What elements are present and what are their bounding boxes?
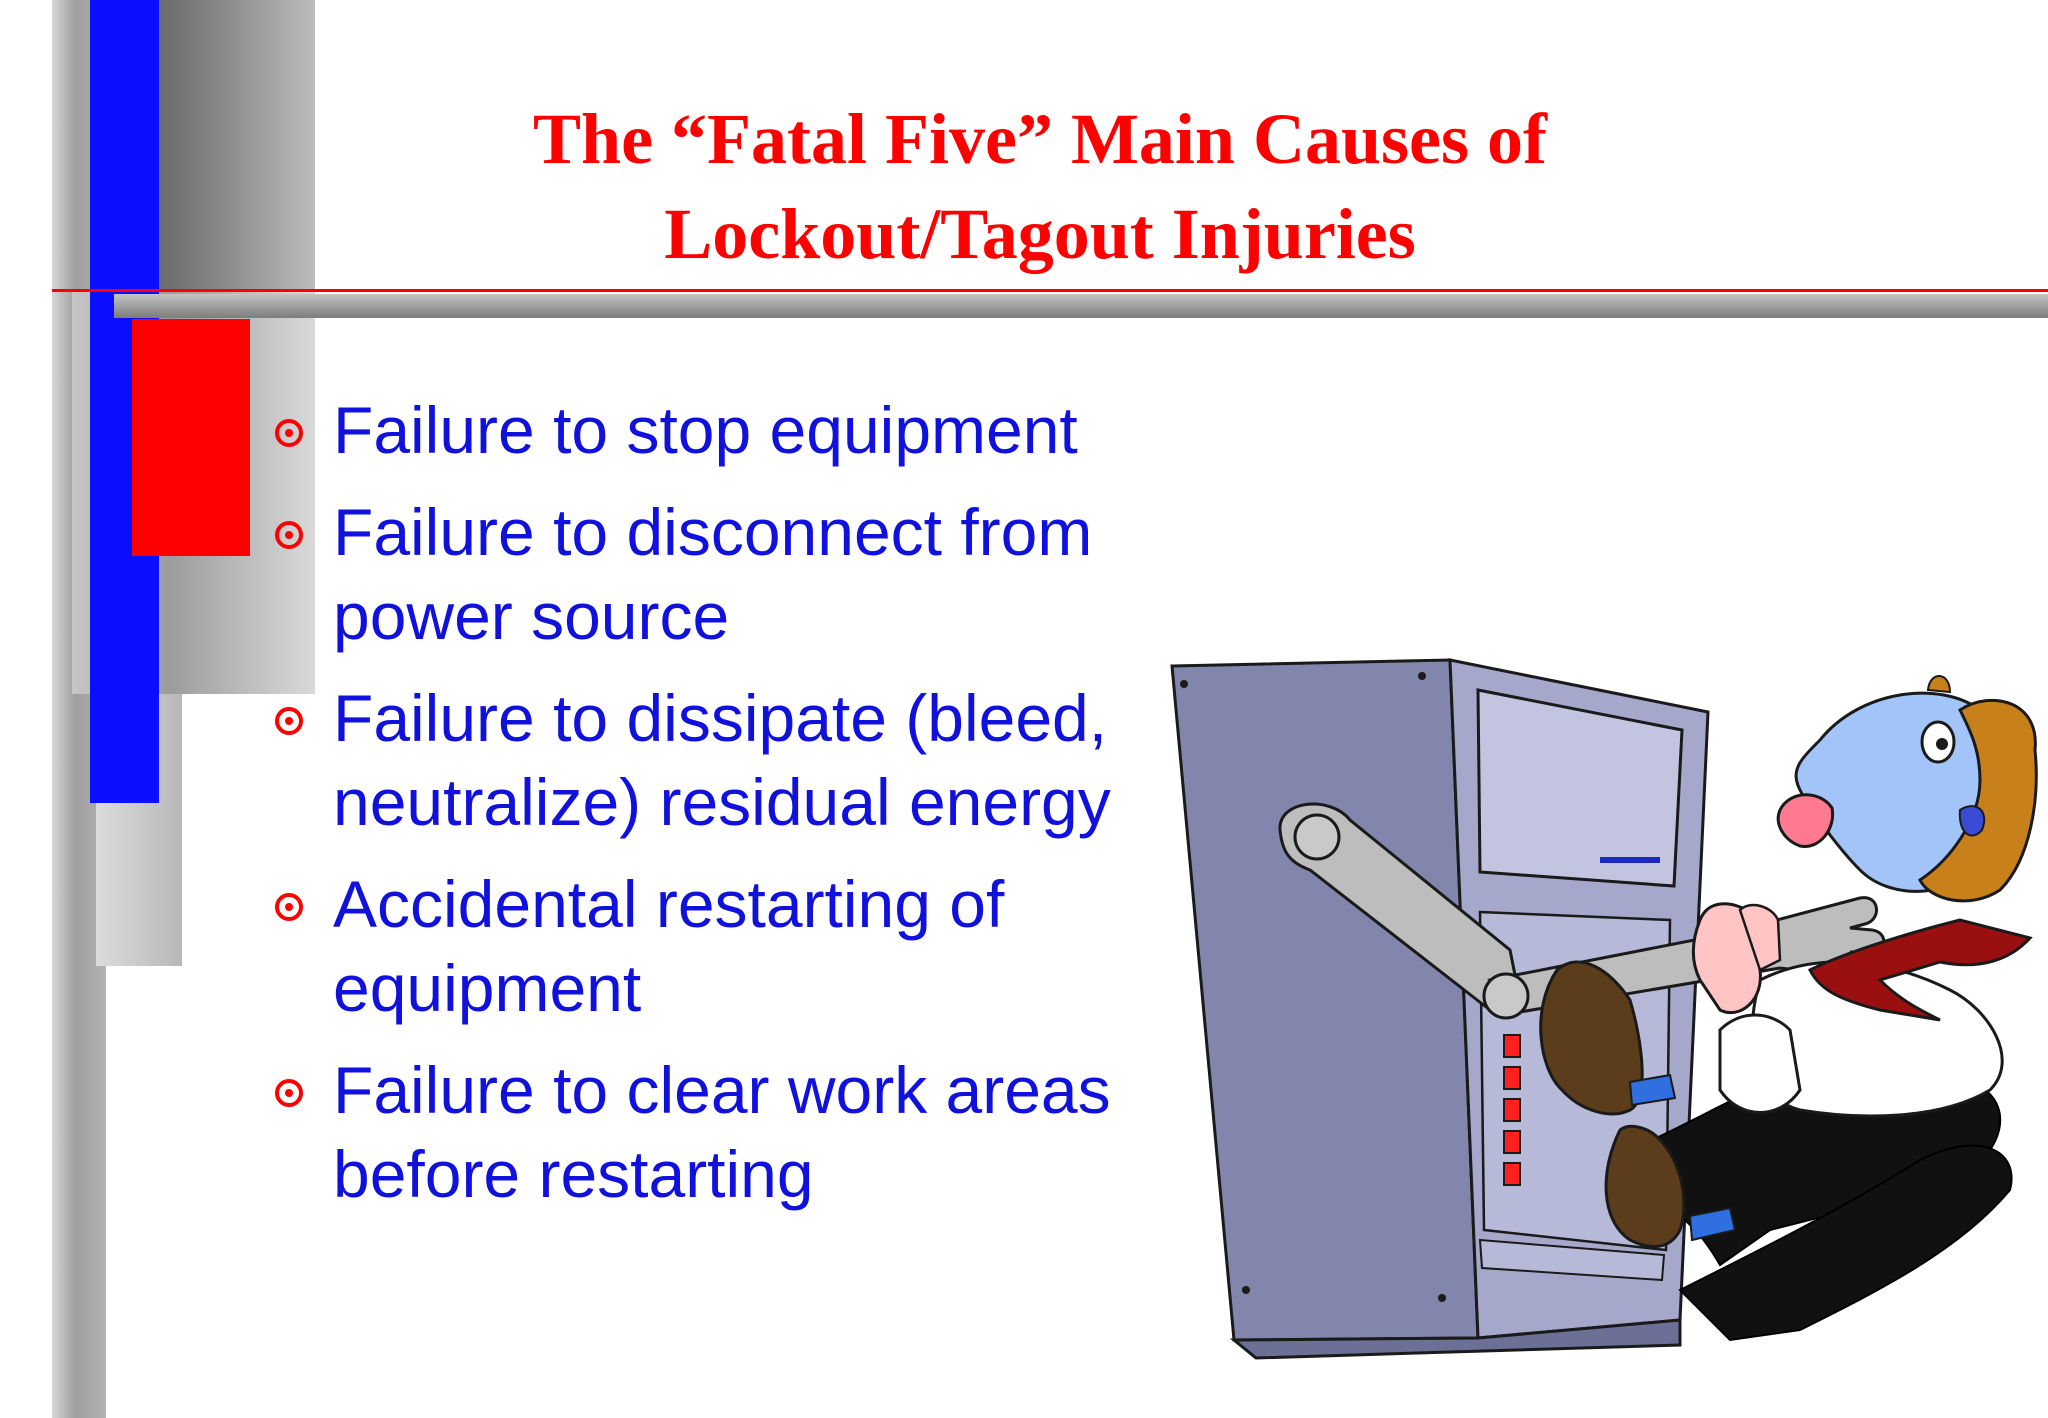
bullet-item: Failure to clear work areas before resta… bbox=[275, 1048, 1175, 1216]
slide-title: The “Fatal Five” Main Causes of Lockout/… bbox=[320, 92, 1760, 282]
worker-legs bbox=[1539, 960, 2013, 1342]
bullet-text: Failure to disconnect from power source bbox=[333, 495, 1093, 653]
slide-title-line-1: The “Fatal Five” Main Causes of bbox=[533, 99, 1547, 179]
bullet-item: Failure to dissipate (bleed, neutralize)… bbox=[275, 676, 1175, 844]
circled-dot-bullet-icon bbox=[275, 521, 303, 549]
circled-dot-bullet-icon bbox=[275, 1079, 303, 1107]
bullet-text: Accidental restarting of equipment bbox=[333, 867, 1005, 1025]
bullet-item: Failure to disconnect from power source bbox=[275, 490, 1175, 658]
bullet-item: Failure to stop equipment bbox=[275, 388, 1175, 472]
circled-dot-bullet-icon bbox=[275, 893, 303, 921]
worker-necktie bbox=[1807, 918, 2033, 1022]
circled-dot-bullet-icon bbox=[275, 419, 303, 447]
worker-head bbox=[1776, 675, 2038, 903]
machine-grabbing-worker-clipart bbox=[1170, 658, 2038, 1360]
bullet-list: Failure to stop equipment Failure to dis… bbox=[275, 388, 1175, 1234]
bullet-item: Accidental restarting of equipment bbox=[275, 862, 1175, 1030]
circled-dot-bullet-icon bbox=[275, 707, 303, 735]
decor-red-block bbox=[132, 319, 250, 556]
bullet-text: Failure to clear work areas before resta… bbox=[333, 1053, 1111, 1211]
bullet-text: Failure to stop equipment bbox=[333, 393, 1078, 467]
title-rule-line bbox=[52, 289, 2048, 292]
bullet-text: Failure to dissipate (bleed, neutralize)… bbox=[333, 681, 1111, 839]
title-rule-shadow bbox=[114, 294, 2048, 318]
slide-title-line-2: Lockout/Tagout Injuries bbox=[664, 194, 1416, 274]
worker-body bbox=[1691, 902, 2004, 1118]
